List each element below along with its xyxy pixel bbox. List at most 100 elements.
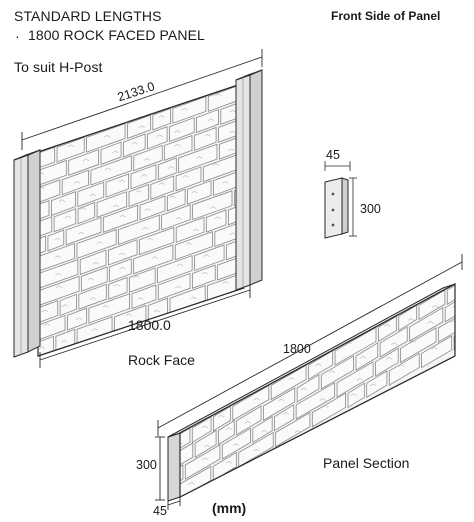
rock-speckle — [54, 237, 61, 241]
stone-block — [123, 133, 146, 158]
rock-speckle — [288, 377, 295, 380]
rock-speckle — [141, 173, 148, 177]
stone-block — [263, 387, 296, 421]
stone-block — [47, 229, 65, 252]
rock-speckle — [253, 448, 260, 452]
rock-speckle — [369, 383, 377, 387]
stone-block — [59, 293, 77, 317]
rock-speckle — [196, 155, 203, 159]
panel-section — [167, 282, 464, 502]
stone-block — [178, 143, 218, 174]
rock-speckle — [218, 414, 225, 418]
rock-speckle — [82, 158, 90, 162]
stone-block — [118, 214, 160, 245]
rock-speckle — [328, 370, 336, 373]
rock-speckle — [244, 420, 251, 424]
rock-speckle — [188, 481, 195, 485]
stone-block — [61, 169, 89, 196]
stone-block — [76, 229, 117, 259]
rock-speckle — [386, 356, 393, 360]
stone-block — [81, 266, 108, 292]
units-label: (mm) — [212, 500, 247, 516]
rock-speckle — [431, 346, 438, 350]
stone-block — [336, 361, 374, 398]
stone-block — [166, 188, 186, 212]
rock-speckle — [158, 114, 165, 118]
rock-speckle — [96, 241, 103, 244]
stone-block — [212, 451, 237, 482]
stone-block — [409, 306, 444, 342]
stone-block — [296, 374, 320, 403]
rock-speckle — [225, 427, 233, 430]
stone-block — [232, 384, 270, 422]
stone-block — [77, 201, 96, 225]
stone-block — [150, 175, 175, 200]
rock-speckle — [215, 93, 222, 96]
stone-block — [172, 95, 207, 124]
rock-speckle — [146, 237, 154, 241]
stone-block — [102, 204, 139, 233]
rock-speckle — [190, 296, 198, 300]
rock-speckle — [174, 130, 181, 133]
stone-block — [274, 404, 295, 432]
rock-speckle — [135, 190, 142, 193]
rock-speckle — [209, 206, 217, 209]
subtitle-post-type: To suit H-Post — [14, 59, 103, 75]
section-length-dimension — [157, 254, 463, 436]
stone-block — [398, 304, 418, 332]
rock-speckle — [119, 266, 126, 270]
rock-speckle — [431, 305, 439, 308]
rock-speckle — [77, 231, 85, 235]
stone-block — [421, 335, 453, 369]
stone-block — [175, 166, 202, 192]
stone-block — [196, 108, 219, 133]
stone-block — [180, 442, 194, 475]
rock-speckle — [113, 284, 121, 287]
stone-block — [109, 258, 132, 283]
rock-speckle — [268, 120, 274, 122]
stone-block — [88, 293, 130, 324]
rock-speckle — [41, 309, 48, 312]
rock-speckle — [319, 398, 326, 401]
rock-speckle — [55, 285, 63, 288]
stone-block — [108, 276, 128, 300]
stone-block — [164, 134, 193, 161]
rock-speckle — [38, 346, 46, 350]
stone-block — [378, 315, 397, 343]
rock-speckle — [87, 277, 94, 281]
stone-block — [139, 195, 166, 221]
rock-speckle — [142, 226, 149, 230]
stone-block — [157, 255, 193, 284]
rock-speckle — [138, 125, 145, 129]
rock-speckle — [168, 166, 175, 169]
stone-block — [108, 239, 138, 266]
stone-block — [213, 405, 231, 432]
post-height-label: 300 — [360, 202, 381, 216]
rock-speckle — [91, 328, 99, 331]
rock-speckle — [137, 297, 144, 300]
stone-block — [128, 183, 149, 208]
stone-block — [100, 141, 122, 166]
rock-speckle — [201, 425, 209, 429]
stone-block — [139, 226, 175, 256]
rock-speckle — [67, 144, 74, 148]
stone-block — [90, 155, 132, 186]
rock-speckle — [102, 305, 109, 308]
rock-speckle — [450, 320, 455, 324]
rock-speckle — [201, 457, 209, 461]
stone-block — [311, 392, 346, 428]
stone-block — [375, 347, 399, 377]
rock-speckle — [144, 158, 151, 161]
rock-speckle — [55, 272, 62, 276]
rock-speckle — [208, 118, 215, 122]
rock-speckle — [214, 216, 221, 220]
rock-speckle — [458, 288, 464, 290]
stone-block — [174, 231, 213, 261]
stone-block — [130, 164, 157, 190]
rock-speckle — [112, 150, 119, 154]
stone-block — [295, 382, 336, 420]
front-side-note: Front Side of Panel — [331, 9, 441, 23]
rock-speckle — [131, 141, 138, 145]
stone-block — [131, 284, 157, 310]
stone-block — [38, 159, 67, 191]
